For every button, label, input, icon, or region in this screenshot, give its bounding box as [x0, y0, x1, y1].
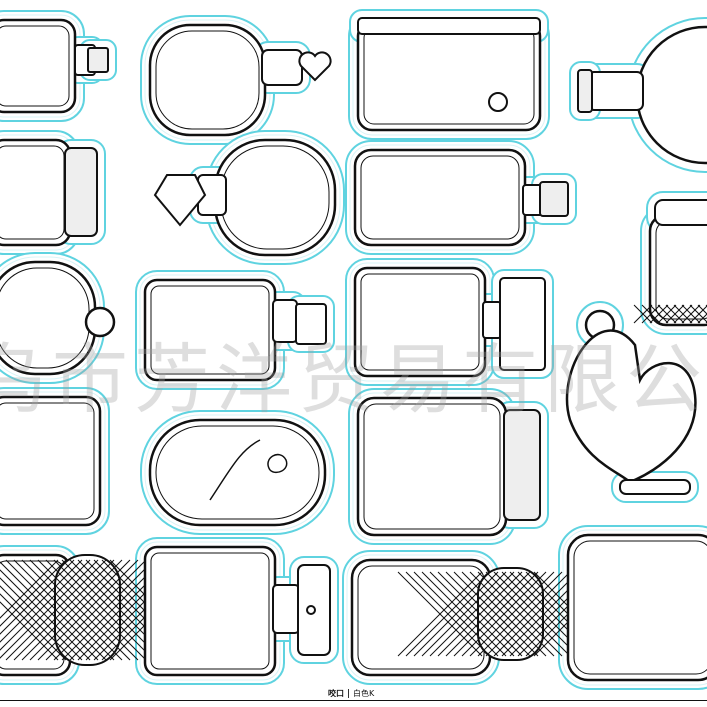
print-footer: 咬口白色K — [0, 686, 707, 707]
dome-bottle — [0, 260, 116, 376]
lace-jar — [633, 199, 707, 327]
footer-label-bold: 咬口 — [328, 689, 344, 698]
round-bottle-gem — [153, 138, 337, 257]
flask-bottle — [577, 25, 707, 165]
cloth-jar-1 — [0, 553, 211, 677]
perfume-bottle-2 — [353, 266, 546, 378]
perfume-bottle-1 — [143, 278, 327, 382]
tall-jar-2 — [566, 533, 707, 682]
tall-jar-1 — [0, 395, 102, 527]
perfume-bottle-3 — [143, 545, 331, 677]
footer-separator — [348, 689, 349, 698]
footer-label-color: 白色K — [353, 689, 375, 698]
screw-jar-1 — [0, 138, 98, 247]
cork-bottle-1 — [0, 18, 109, 114]
cork-bottle-2 — [353, 148, 569, 247]
footer-rule — [0, 700, 707, 701]
heart-bottle — [565, 309, 697, 495]
round-bottle-heart — [148, 23, 332, 137]
rose-dome — [148, 418, 327, 527]
screw-jar-2 — [356, 396, 541, 537]
line-art — [0, 17, 707, 682]
mason-jar-1 — [356, 17, 542, 132]
